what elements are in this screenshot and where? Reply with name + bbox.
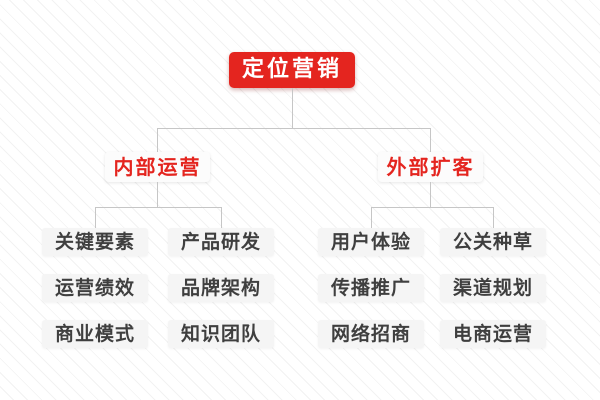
connector-drop-branch-right	[430, 128, 431, 152]
leaf-node: 网络招商	[318, 320, 424, 348]
connector-root-stem	[292, 88, 293, 128]
leaf-node: 运营绩效	[42, 274, 148, 302]
leaf-column-internal-right: 产品研发 品牌架构 知识团队	[168, 228, 274, 348]
leaf-node: 关键要素	[42, 228, 148, 256]
leaf-node: 渠道规划	[440, 274, 546, 302]
connector-branch-right-span	[371, 207, 493, 208]
leaf-node: 电商运营	[440, 320, 546, 348]
connector-branch-right-stem	[430, 182, 431, 207]
branch-node-external-expansion: 外部扩客	[378, 152, 483, 182]
connector-drop-col-4	[493, 207, 494, 228]
connector-branch-left-span	[95, 207, 221, 208]
connector-drop-branch-left	[157, 128, 158, 152]
leaf-column-external-left: 用户体验 传播推广 网络招商	[318, 228, 424, 348]
branch-node-internal-operations: 内部运营	[105, 152, 210, 182]
connector-root-span	[157, 128, 431, 129]
leaf-node: 知识团队	[168, 320, 274, 348]
leaf-node: 传播推广	[318, 274, 424, 302]
leaf-node: 品牌架构	[168, 274, 274, 302]
root-node: 定位营销	[229, 52, 355, 88]
connector-branch-left-stem	[157, 182, 158, 207]
leaf-node: 产品研发	[168, 228, 274, 256]
connector-drop-col-1	[95, 207, 96, 228]
leaf-column-external-right: 公关种草 渠道规划 电商运营	[440, 228, 546, 348]
connector-drop-col-2	[221, 207, 222, 228]
leaf-node: 公关种草	[440, 228, 546, 256]
connector-drop-col-3	[371, 207, 372, 228]
leaf-node: 商业模式	[42, 320, 148, 348]
leaf-node: 用户体验	[318, 228, 424, 256]
leaf-column-internal-left: 关键要素 运营绩效 商业模式	[42, 228, 148, 348]
